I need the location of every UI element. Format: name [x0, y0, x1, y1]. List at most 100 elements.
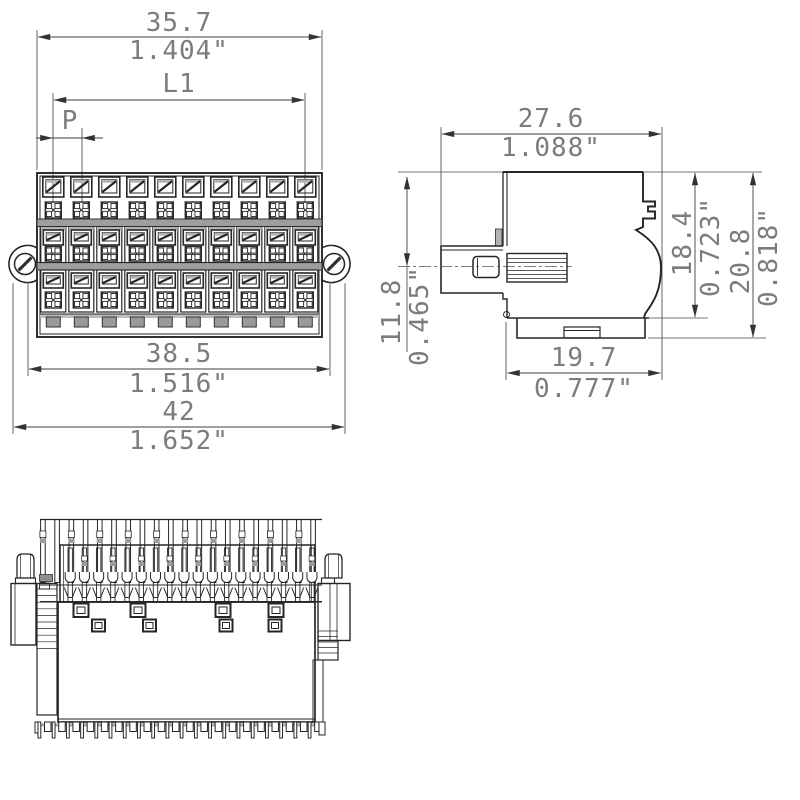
dim-side-depth-mm: 27.6 — [518, 104, 585, 134]
wire-funnel — [205, 587, 219, 598]
dim-front-overall-in: 1.652" — [129, 426, 229, 456]
side-extension-lines — [398, 127, 766, 380]
wire-notch — [93, 572, 105, 583]
wire-notch — [306, 572, 318, 583]
wire-notch — [64, 572, 76, 583]
wire-funnel — [149, 587, 162, 598]
wire-notch — [206, 572, 218, 583]
wire-notch — [121, 572, 133, 583]
front-body — [36, 172, 323, 338]
solder-pin — [151, 721, 156, 739]
solder-pin — [293, 721, 298, 739]
pole-column — [264, 176, 291, 328]
side-right-profile — [633, 172, 662, 319]
wire-notch — [235, 572, 247, 583]
pole-column — [68, 176, 95, 328]
wire-funnel — [134, 587, 148, 598]
wire-funnel — [106, 587, 120, 598]
solder-pin — [307, 721, 312, 739]
wire-funnel — [92, 587, 106, 598]
solder-stub — [72, 721, 80, 732]
solder-stub — [171, 721, 180, 732]
wire-notch — [107, 572, 119, 583]
coding-tab — [495, 228, 503, 247]
dim-front-flange-in: 1.516" — [129, 369, 229, 399]
dim-front-flange-mm: 38.5 — [146, 339, 213, 369]
wire-notch — [278, 572, 289, 583]
solder-stub — [285, 721, 294, 732]
wire-notch — [263, 572, 275, 583]
right-fixing-post — [312, 553, 351, 723]
dim-side-screw-mm: 11.8 — [377, 279, 407, 346]
wire-notch — [150, 572, 162, 583]
bottom-view — [10, 518, 351, 739]
solder-stub — [157, 721, 166, 732]
wire-funnel — [191, 587, 205, 598]
latch-window — [142, 618, 157, 633]
wire-funnel — [234, 587, 248, 598]
right-rail-stripes — [318, 630, 338, 654]
left-screw-flange — [8, 244, 38, 284]
screw-thread-block — [506, 252, 568, 283]
right-screw-flange — [321, 244, 351, 284]
wire-funnel — [177, 587, 191, 598]
latch-window — [267, 602, 285, 618]
latch-window — [214, 602, 232, 618]
front-extension-lines — [12, 30, 346, 434]
solder-pin — [108, 721, 113, 739]
solder-pin — [279, 721, 284, 739]
solder-stub — [299, 721, 308, 732]
latch-window — [91, 618, 106, 633]
side-base — [516, 318, 646, 339]
solder-stub — [58, 721, 66, 732]
dim-side-depth-in: 1.088" — [501, 133, 601, 163]
wire-funnels — [63, 587, 319, 598]
wire-funnel — [163, 587, 177, 598]
dim-front-l1: L1 — [162, 69, 195, 99]
wire-funnel — [248, 587, 262, 598]
dim-side-overall-height-mm: 20.8 — [726, 228, 756, 295]
solder-stub — [200, 721, 208, 732]
dim-front-width-in: 1.404" — [129, 36, 229, 66]
dim-side-screw-in: 0.465" — [405, 266, 435, 366]
wire-notch — [292, 572, 304, 583]
dim-front-overall-mm: 42 — [162, 397, 195, 427]
solder-pin — [208, 721, 212, 739]
contact-fin — [54, 519, 60, 583]
pole-column — [124, 176, 151, 328]
solder-pin — [165, 721, 170, 739]
pole-column — [292, 176, 319, 328]
pole-column — [152, 176, 179, 328]
dim-side-base-in: 0.777" — [534, 374, 634, 404]
separator-band-2 — [36, 262, 323, 271]
solder-stub — [143, 721, 152, 732]
wire-funnel — [262, 587, 276, 598]
solder-stub — [86, 721, 95, 732]
wire-funnel — [77, 587, 91, 598]
pole-column — [180, 176, 207, 328]
solder-stub — [44, 721, 52, 732]
left-rail-stripes — [37, 588, 57, 649]
separator-band-1 — [36, 218, 323, 227]
left-flange-screw — [13, 252, 37, 276]
solder-stub — [186, 721, 194, 732]
dim-side-body-height-mm: 18.4 — [668, 210, 698, 277]
solder-stub — [129, 721, 137, 732]
solder-pin — [65, 721, 70, 739]
latch-window — [267, 618, 283, 633]
dim-side-overall-height-in: 0.818" — [754, 207, 784, 307]
solder-stub — [257, 721, 265, 732]
solder-stub — [115, 721, 123, 732]
latch-window — [129, 602, 147, 618]
thread-stripes — [507, 258, 567, 279]
dim-side-base-mm: 19.7 — [551, 343, 618, 373]
solder-pin — [250, 721, 255, 739]
wire-funnel — [63, 587, 77, 598]
solder-pin — [80, 721, 84, 739]
wire-notch — [192, 572, 204, 583]
left-fixing-post — [10, 553, 58, 716]
pole-column — [236, 176, 263, 328]
solder-stub — [243, 721, 251, 732]
side-view: 27.6 1.088" 11.8 0.465" 18.4 0.723" 20.8… — [377, 104, 784, 404]
